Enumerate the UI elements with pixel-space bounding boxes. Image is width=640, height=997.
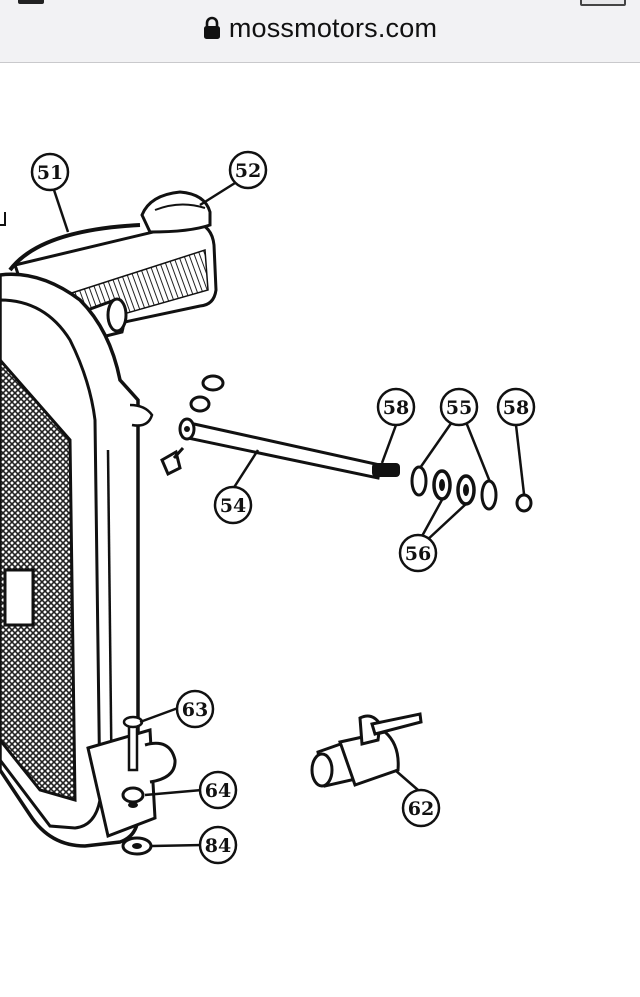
washers-55-56 bbox=[410, 465, 533, 513]
filler-cap-52 bbox=[140, 190, 212, 234]
browser-address-bar[interactable]: mossmotors.com bbox=[0, 0, 640, 63]
callout-51: 51 bbox=[37, 162, 63, 184]
callout-64: 64 bbox=[205, 780, 231, 802]
status-bar-battery-fragment bbox=[580, 0, 626, 6]
mounting-bracket bbox=[86, 715, 177, 856]
callout-52: 52 bbox=[235, 160, 261, 182]
callout-55: 55 bbox=[446, 397, 472, 419]
callout-56: 56 bbox=[405, 543, 431, 565]
callout-62: 62 bbox=[408, 798, 434, 820]
callout-58-nut: 58 bbox=[503, 397, 529, 419]
url-domain: mossmotors.com bbox=[228, 13, 438, 43]
drain-tap-62 bbox=[310, 712, 423, 788]
drain-tap-rod-54 bbox=[160, 374, 400, 480]
radiator-cowl bbox=[0, 212, 154, 848]
radiator-parts-diagram: 51 52 54 58 55 58 56 63 64 84 62 bbox=[0, 150, 536, 865]
lock-icon bbox=[203, 16, 220, 39]
page-content: 51 52 54 58 55 58 56 63 64 84 62 bbox=[0, 63, 640, 997]
status-bar-fragment bbox=[18, 0, 44, 4]
callout-54: 54 bbox=[220, 495, 246, 517]
callout-58-rod: 58 bbox=[383, 397, 409, 419]
callout-84: 84 bbox=[205, 835, 231, 857]
callout-63: 63 bbox=[182, 699, 208, 721]
callout-circles bbox=[30, 150, 536, 865]
url-display[interactable]: mossmotors.com bbox=[0, 13, 640, 44]
callout-leaders bbox=[52, 181, 526, 848]
callout-labels: 51 52 54 58 55 58 56 63 64 84 62 bbox=[37, 160, 529, 857]
